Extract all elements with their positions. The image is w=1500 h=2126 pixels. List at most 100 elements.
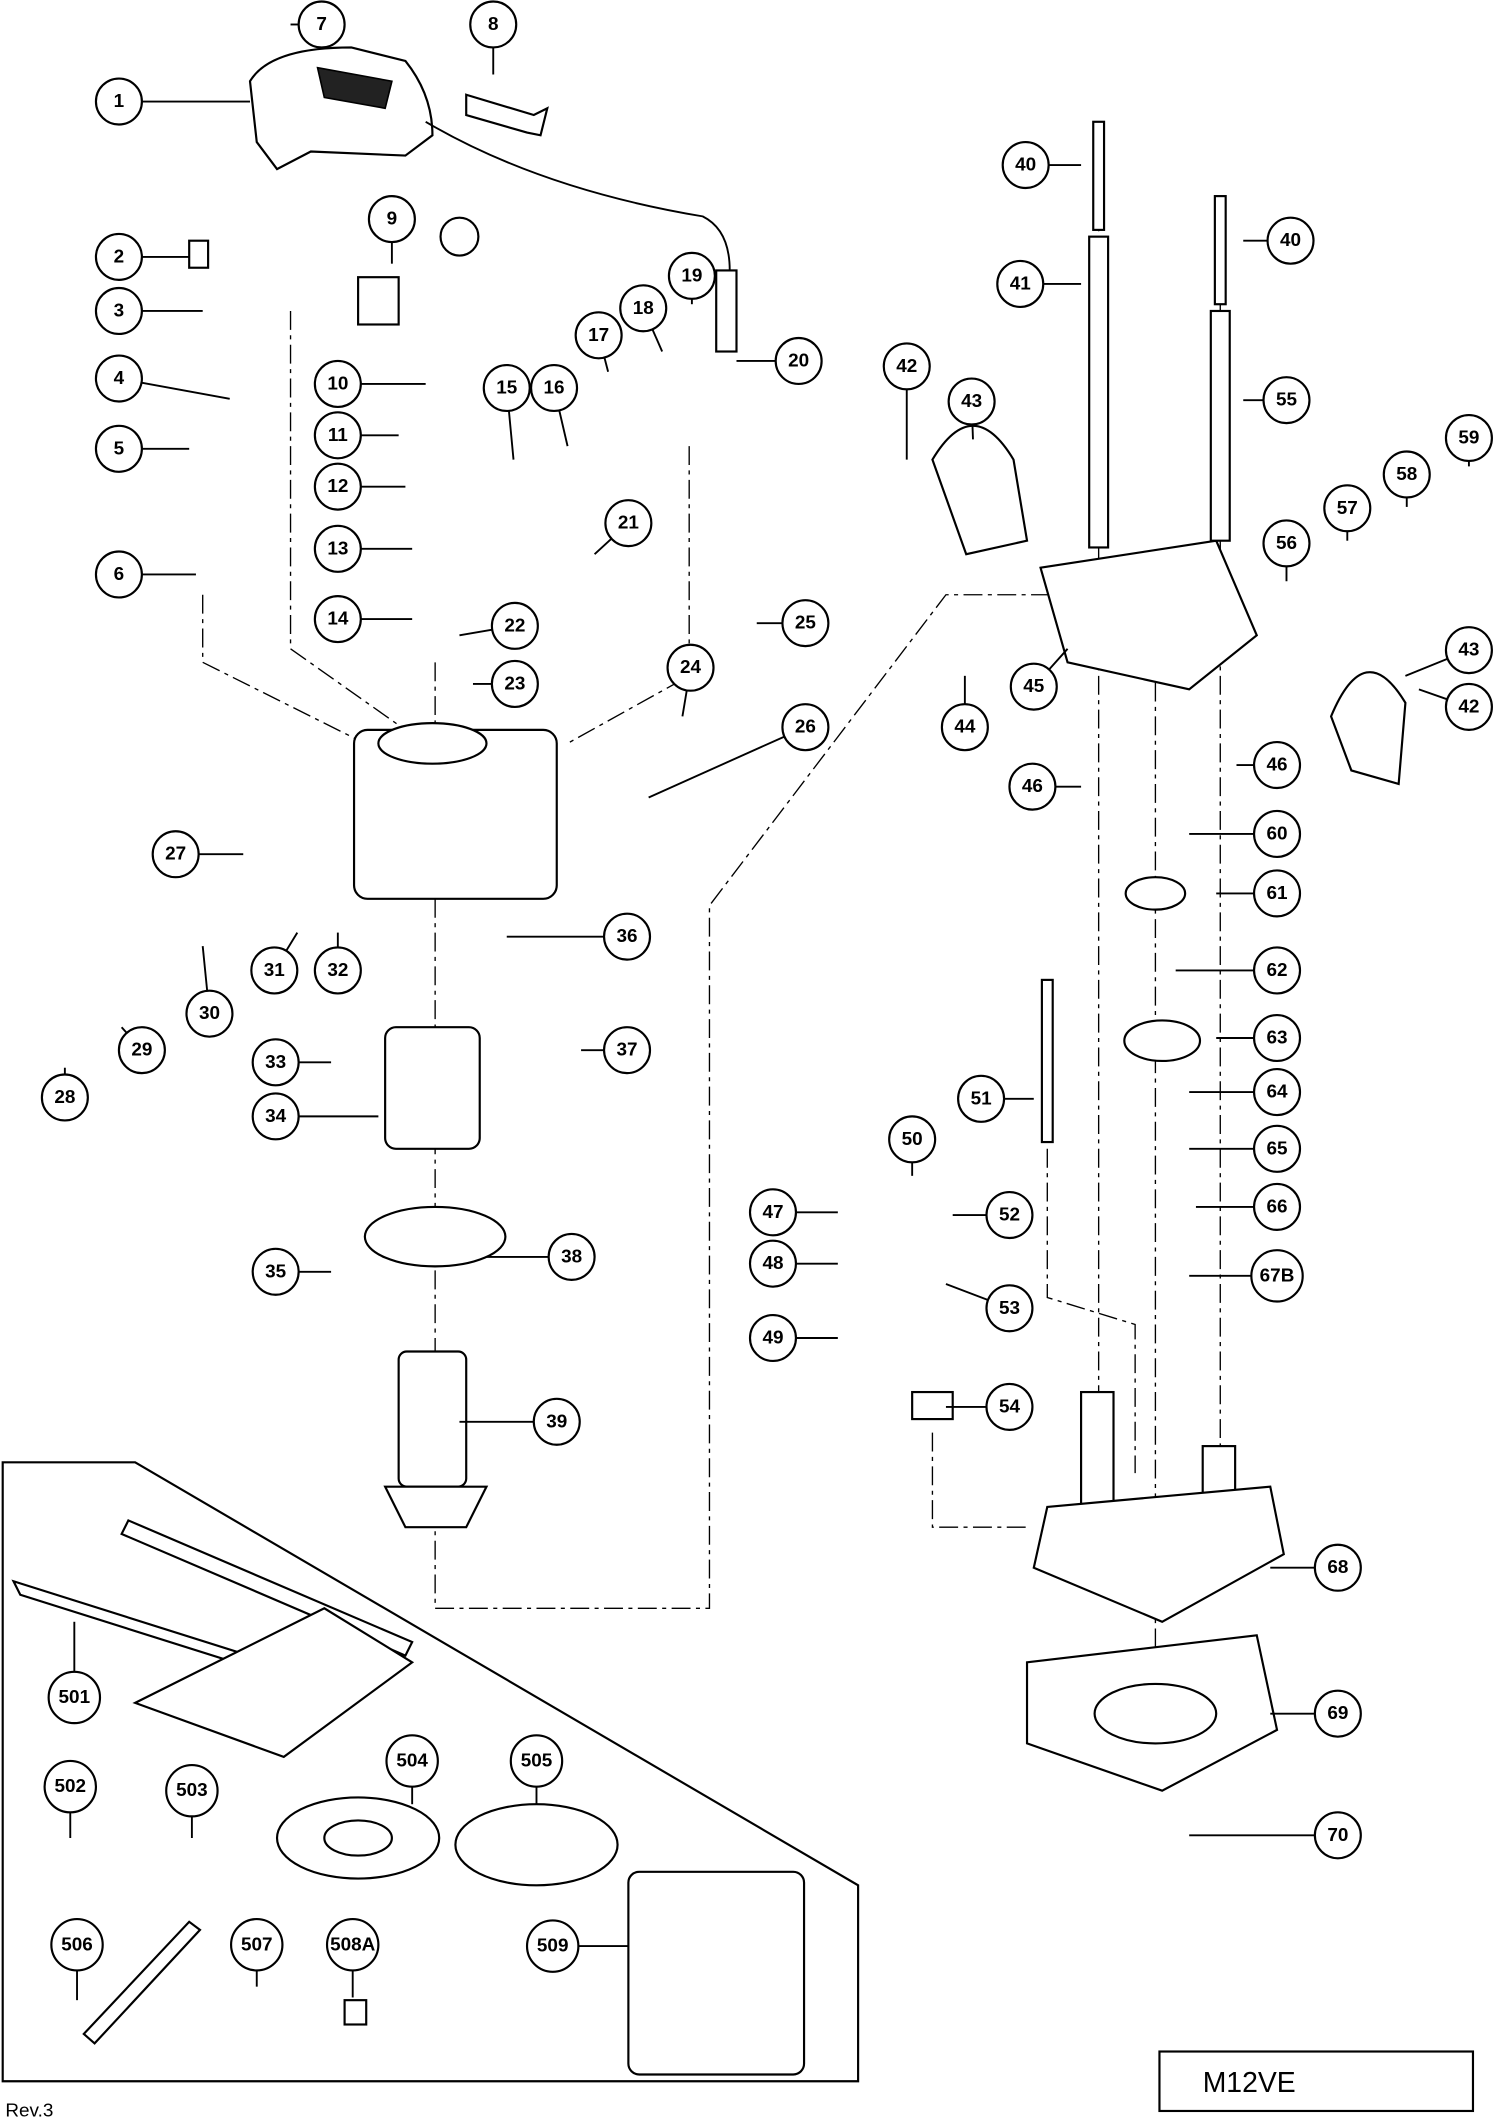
callout-56: 56 [1262, 519, 1311, 582]
part-number: 42 [896, 356, 917, 377]
callout-65: 65 [1189, 1124, 1302, 1173]
leader-line [603, 357, 610, 373]
callout-circle [602, 1026, 652, 1075]
callout-504: 504 [385, 1734, 439, 1805]
callout-14: 14 [313, 595, 413, 644]
callout-circle [313, 524, 362, 573]
part-number: 11 [328, 425, 348, 446]
part-number: 38 [561, 1246, 582, 1267]
callout-45: 45 [1009, 648, 1069, 711]
part-number: 59 [1458, 428, 1479, 449]
callout-22: 22 [459, 601, 539, 650]
callout-circle [94, 77, 143, 126]
part-number: 28 [54, 1087, 75, 1108]
callout-67b: 67B [1189, 1249, 1304, 1303]
callout-24: 24 [666, 643, 715, 717]
callout-35: 35 [251, 1247, 332, 1296]
callout-circle [313, 359, 362, 408]
callout-circle [532, 1397, 581, 1446]
part-number: 19 [681, 265, 702, 286]
parts [11, 46, 1407, 2076]
case-509 [627, 1870, 806, 2076]
part-number: 501 [59, 1687, 91, 1708]
part-number: 3 [114, 300, 125, 321]
callout-circle [1382, 450, 1431, 499]
callout-3: 3 [94, 286, 203, 336]
part-number: 504 [396, 1750, 428, 1771]
part-number: 502 [54, 1776, 86, 1797]
callout-circle [1252, 946, 1302, 995]
callout-62: 62 [1175, 946, 1302, 995]
callout-circle [50, 1918, 104, 1972]
leader-line [651, 328, 664, 352]
part-number: 39 [546, 1411, 567, 1432]
part-number: 24 [680, 657, 702, 678]
part-number: 41 [1010, 273, 1031, 294]
callout-circle [1313, 1543, 1362, 1592]
callout-15: 15 [482, 363, 531, 460]
brush-2 [188, 239, 210, 269]
callout-circle [957, 1074, 1006, 1123]
part-number: 36 [617, 926, 638, 947]
callout-circle [1313, 1811, 1362, 1860]
armature-fan [383, 1485, 489, 1529]
rod-40b [1213, 195, 1227, 306]
column-68a [1080, 1390, 1115, 1515]
part-number: 25 [795, 613, 816, 634]
cover-vents [316, 66, 393, 110]
callout-17: 17 [574, 311, 623, 373]
callout-circle [1444, 413, 1493, 463]
callout-circle [1252, 809, 1302, 858]
callout-circle [666, 643, 715, 692]
part-number: 37 [617, 1040, 638, 1061]
callout-circle [667, 251, 716, 300]
part-number: 64 [1267, 1082, 1289, 1103]
part-number: 23 [504, 673, 525, 694]
callout-circle [94, 424, 143, 473]
callout-507: 507 [230, 1918, 284, 1987]
callout-circle [185, 989, 234, 1038]
part-number: 43 [961, 391, 982, 412]
callout-circle [490, 659, 539, 708]
part-number: 9 [387, 209, 398, 230]
leader-line [945, 1283, 989, 1301]
part-number: 16 [544, 378, 565, 399]
callout-circle [1252, 1013, 1302, 1063]
part-number: 63 [1267, 1028, 1288, 1049]
accessories-frame [1, 1461, 860, 2083]
callout-4: 4 [94, 354, 230, 403]
callout-66: 66 [1195, 1182, 1302, 1231]
part-number: 54 [999, 1396, 1021, 1417]
part-number: 46 [1022, 776, 1043, 797]
wrench-506 [82, 1920, 202, 2045]
callout-31: 31 [250, 932, 299, 995]
bolt-51 [1040, 978, 1054, 1144]
callout-circle [1313, 1689, 1362, 1738]
part-number: 68 [1327, 1557, 1348, 1578]
part-number: 20 [788, 350, 809, 371]
switch-9 [357, 276, 400, 326]
callout-circle [1252, 869, 1302, 918]
part-number: 32 [327, 960, 348, 981]
part-number: 58 [1396, 464, 1417, 485]
part-number: 21 [618, 513, 639, 534]
callout-circle [1444, 682, 1493, 731]
callout-25: 25 [756, 599, 830, 648]
part-number: 53 [999, 1298, 1020, 1319]
part-number: 509 [537, 1936, 569, 1957]
callout-5: 5 [94, 424, 190, 473]
leader-line [285, 932, 299, 952]
callout-7: 7 [290, 0, 346, 49]
part-number: 8 [488, 14, 499, 35]
callout-circle [1001, 140, 1050, 190]
callout-40: 40 [1001, 140, 1082, 190]
base-plate-hole [1093, 1682, 1218, 1745]
guide-frame-501 [132, 1607, 415, 1759]
callout-circle [985, 1190, 1034, 1240]
callout-38: 38 [486, 1232, 596, 1281]
callout-64: 64 [1189, 1068, 1302, 1117]
callout-circle [947, 377, 996, 426]
leader-line [971, 424, 974, 440]
part-number: 4 [114, 368, 125, 389]
callout-508a: 508A [325, 1918, 380, 1998]
